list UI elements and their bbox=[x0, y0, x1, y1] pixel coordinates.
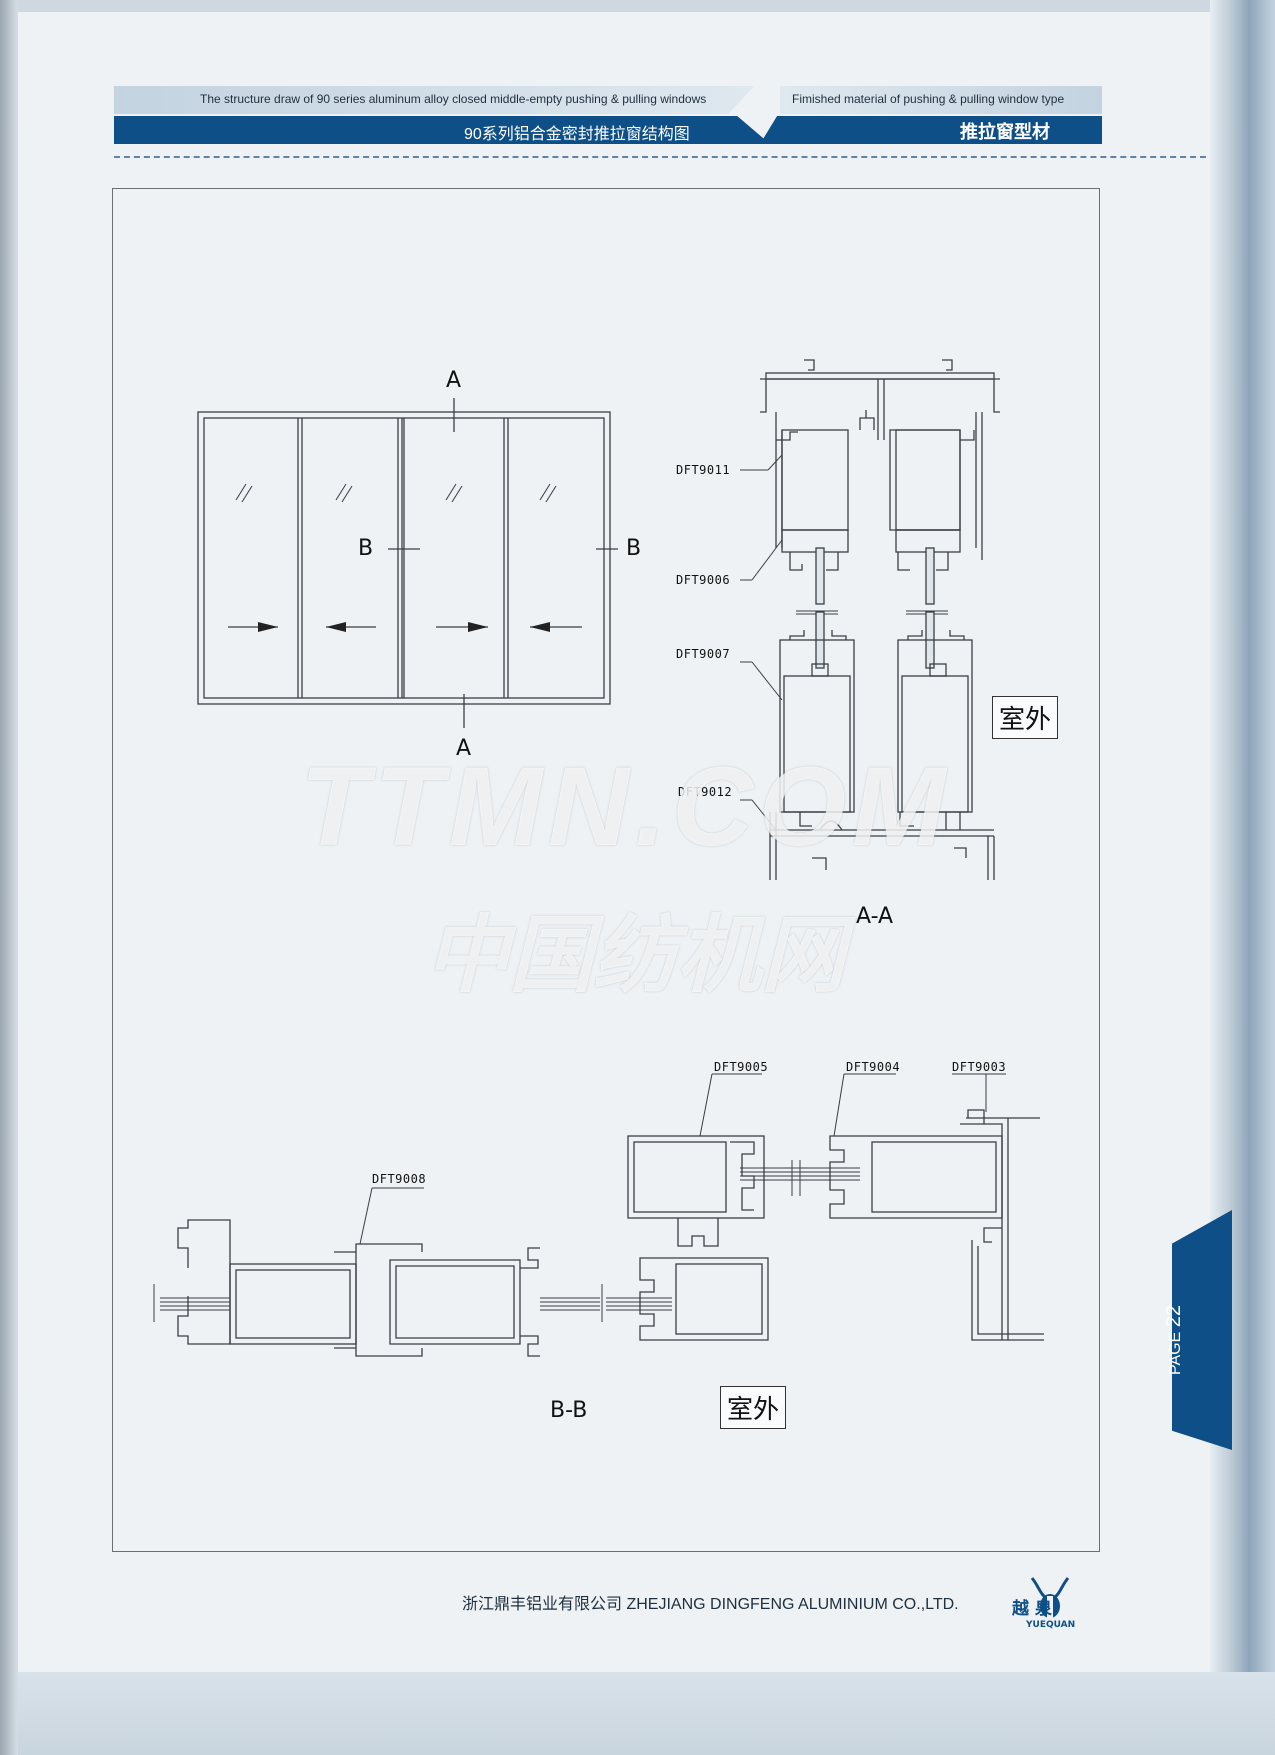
company-name: 浙江鼎丰铝业有限公司 ZHEJIANG DINGFENG ALUMINIUM C… bbox=[462, 1596, 959, 1613]
watermark-ttmn: TTMN.COM bbox=[300, 744, 952, 869]
part-label-dft9006: DFT9006 bbox=[676, 573, 731, 587]
category-cn: 推拉窗型材 bbox=[960, 122, 1050, 143]
page-tab bbox=[1172, 1210, 1232, 1450]
outside-label-aa: 室外 bbox=[992, 696, 1059, 739]
window-elevation bbox=[197, 398, 618, 728]
header-dashed-rule bbox=[114, 156, 1206, 158]
page-number: 22 bbox=[1163, 1305, 1185, 1328]
category-en: Fimished material of pushing & pulling w… bbox=[792, 92, 1065, 106]
yuequan-logo-icon bbox=[1030, 1577, 1070, 1618]
watermark-cn: 中国纺机网 bbox=[425, 908, 846, 1002]
book-spine-shadow bbox=[0, 0, 18, 1755]
part-label-dft9011: DFT9011 bbox=[676, 463, 731, 477]
page-stack-edge bbox=[1210, 0, 1275, 1755]
header-right-band: Fimished material of pushing & pulling w… bbox=[760, 86, 1102, 144]
section-mark-a-top: A bbox=[446, 368, 462, 393]
part-label-dft9008: DFT9008 bbox=[372, 1172, 427, 1186]
page-number-label: PAGE 22 bbox=[1163, 1305, 1243, 1375]
part-label-dft9003: DFT9003 bbox=[952, 1060, 1007, 1074]
title-en: The structure draw of 90 series aluminum… bbox=[200, 92, 707, 106]
drawing-frame bbox=[112, 188, 1100, 1552]
yuequan-logo: 越 泉 YUEQUAN bbox=[1010, 1570, 1090, 1634]
section-mark-b-right: B bbox=[626, 536, 642, 561]
outside-label-bb: 室外 bbox=[720, 1386, 787, 1429]
part-label-dft9012: DFT9012 bbox=[678, 785, 733, 799]
page-bottom-strip bbox=[18, 1672, 1275, 1755]
part-label-dft9007: DFT9007 bbox=[676, 647, 731, 661]
section-bb-drawing bbox=[153, 1073, 1044, 1357]
logo-text: 越 泉 bbox=[1012, 1599, 1052, 1619]
header-left-band: The structure draw of 90 series aluminum… bbox=[114, 86, 770, 146]
part-label-dft9004: DFT9004 bbox=[846, 1060, 901, 1074]
section-mark-a-bottom: A bbox=[456, 736, 472, 761]
section-aa-drawing bbox=[740, 359, 1000, 880]
title-cn: 90系列铝合金密封推拉窗结构图 bbox=[464, 126, 690, 143]
section-mark-b-left: B bbox=[358, 536, 374, 561]
catalog-page bbox=[18, 12, 1210, 1672]
page-label: PAGE bbox=[1167, 1331, 1184, 1375]
section-bb-title: B-B bbox=[550, 1398, 588, 1423]
part-label-dft9005: DFT9005 bbox=[714, 1060, 769, 1074]
section-aa-title: A-A bbox=[856, 904, 894, 929]
logo-subtext: YUEQUAN bbox=[1026, 1620, 1076, 1630]
